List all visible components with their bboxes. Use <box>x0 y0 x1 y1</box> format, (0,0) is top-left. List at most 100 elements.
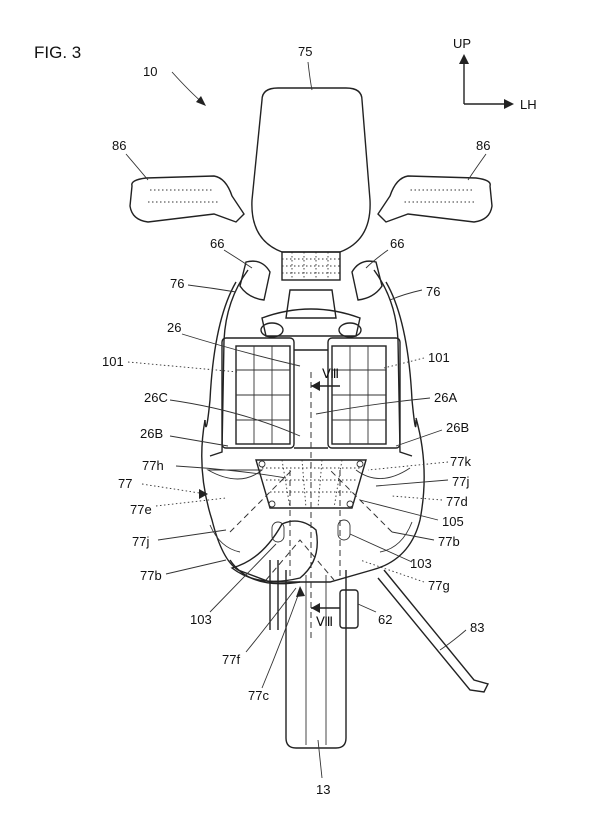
cowl-lip-left <box>229 559 301 585</box>
ref-77b-left: 77b <box>140 568 162 583</box>
ref-103-left: 103 <box>190 612 212 627</box>
leader-13 <box>317 739 323 779</box>
ref-62: 62 <box>378 612 392 627</box>
side-stand <box>377 569 490 693</box>
grille-bolt-tr <box>356 460 364 468</box>
leader-77e <box>155 497 227 507</box>
lower-cowl <box>201 417 425 583</box>
ref-77k: 77k <box>450 454 471 469</box>
side-cover-left <box>239 260 271 301</box>
bolt-103-right <box>337 519 351 541</box>
ref-83: 83 <box>470 620 484 635</box>
lh-label: LH <box>520 97 537 112</box>
leader-76-left <box>187 284 237 293</box>
ref-26C: 26C <box>144 390 168 405</box>
leader-103-left <box>209 543 277 613</box>
ref-77f: 77f <box>222 652 240 667</box>
leader-77g <box>359 559 425 583</box>
handguard-right-detail <box>402 189 474 203</box>
grille-bolt-bl <box>268 500 276 508</box>
ref-77b-right: 77b <box>438 534 460 549</box>
leader-77j-right <box>375 479 449 487</box>
windscreen <box>251 87 371 253</box>
ref-77: 77 <box>118 476 132 491</box>
side-cover-right <box>351 260 383 301</box>
figure-label: FIG. 3 <box>34 43 81 62</box>
ref-77h: 77h <box>142 458 164 473</box>
radiator-left-shroud <box>221 337 295 449</box>
mirror-stalk-right <box>338 322 362 338</box>
leader-lines <box>125 61 487 779</box>
up-label: UP <box>453 36 471 51</box>
leader-66-right <box>365 249 389 269</box>
leader-77d <box>391 495 443 501</box>
reference-labels: 10 75 86 86 66 66 76 76 26 101 101 26C 2… <box>102 44 490 797</box>
leader-101-right <box>383 357 425 369</box>
leader-103-right <box>349 533 413 563</box>
ref-26: 26 <box>167 320 181 335</box>
headlight-housing <box>261 308 361 337</box>
cowl-edge-left <box>209 524 241 553</box>
leader-26B-right <box>395 429 443 447</box>
up-arrow-head <box>459 54 469 64</box>
leader-77b-left <box>165 559 227 575</box>
ref-101-left: 101 <box>102 354 124 369</box>
section-label-top: Ⅷ <box>322 366 339 381</box>
leader-62 <box>357 603 377 613</box>
leader-77j-left <box>157 529 227 541</box>
leader-86-left <box>125 153 149 181</box>
ref-105: 105 <box>442 514 464 529</box>
section-arrow-bottom-head <box>311 603 320 613</box>
leader-26B-left <box>169 435 229 447</box>
ref-26B-left: 26B <box>140 426 163 441</box>
grille-bolt-br <box>346 500 354 508</box>
ref-75: 75 <box>298 44 312 59</box>
leader-77-arrow <box>199 489 208 499</box>
ref-77g: 77g <box>428 578 450 593</box>
ref-86-right: 86 <box>476 138 490 153</box>
leader-77 <box>141 483 207 495</box>
ref-10: 10 <box>143 64 157 79</box>
leader-77f <box>245 587 297 653</box>
front-tire <box>285 570 347 749</box>
leader-105 <box>359 499 439 521</box>
ref-101-right: 101 <box>428 350 450 365</box>
ref-76-right: 76 <box>426 284 440 299</box>
grille <box>255 459 367 509</box>
ref-77d: 77d <box>446 494 468 509</box>
headlight-stem <box>285 289 337 319</box>
ref-77j-left: 77j <box>132 534 149 549</box>
leader-66-left <box>223 249 253 269</box>
section-label-bottom: Ⅷ <box>316 614 333 629</box>
leader-83 <box>439 629 467 651</box>
leader-77c-arrow <box>296 586 305 597</box>
ref-13: 13 <box>316 782 330 797</box>
handguard-left <box>129 175 245 223</box>
ref-77j-right: 77j <box>452 474 469 489</box>
bolt-103-left <box>271 521 285 543</box>
leader-77c <box>261 589 301 689</box>
orientation-indicator: UP LH <box>453 36 537 112</box>
leader-86-right <box>467 153 487 181</box>
cowl-edge-right <box>379 521 413 553</box>
ref-26A: 26A <box>434 390 457 405</box>
ref-66-right: 66 <box>390 236 404 251</box>
leader-76-right <box>389 289 423 301</box>
handguard-right <box>377 175 493 223</box>
leader-77b-right <box>391 531 435 541</box>
mirror-stalk-left <box>260 322 284 338</box>
radiator-right-core <box>331 345 387 445</box>
leader-77k <box>367 461 449 471</box>
leader-10-arrow <box>196 96 206 106</box>
ref-103-right: 103 <box>410 556 432 571</box>
hidden-lines <box>229 469 393 581</box>
radiator-right-shroud <box>327 337 401 449</box>
front-fender <box>230 520 318 583</box>
component-62 <box>339 589 359 629</box>
ref-66-left: 66 <box>210 236 224 251</box>
section-arrow-top-head <box>311 381 320 391</box>
instrument-panel-mesh <box>282 252 340 280</box>
cowl-panel-right <box>355 467 411 479</box>
